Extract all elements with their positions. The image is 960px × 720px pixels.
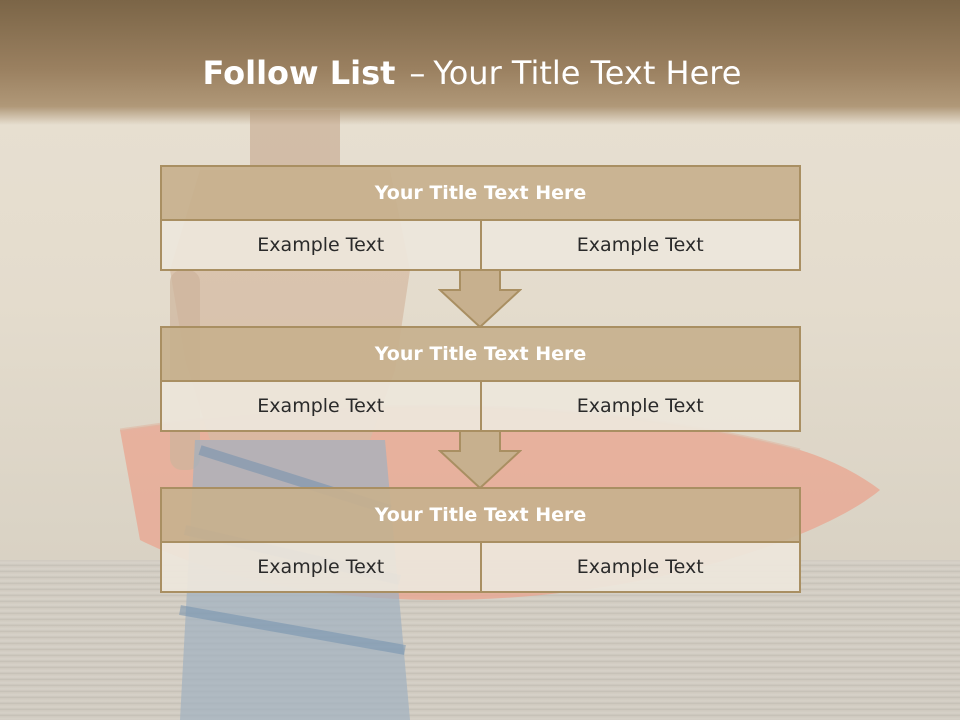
down-arrow-icon — [438, 431, 522, 489]
block-cell-right: Example Text — [481, 382, 801, 432]
block-cell-left: Example Text — [160, 221, 482, 271]
block-title: Your Title Text Here — [160, 165, 801, 221]
block-title: Your Title Text Here — [160, 326, 801, 382]
slide-title-dash: – — [409, 54, 426, 92]
block-cell-left: Example Text — [160, 382, 482, 432]
block-cell-right: Example Text — [481, 543, 801, 593]
slide-title: Follow List–Your Title Text Here — [0, 54, 944, 92]
block-cell-left: Example Text — [160, 543, 482, 593]
down-arrow-icon — [438, 270, 522, 328]
title-banner — [0, 0, 960, 125]
slide-title-bold: Follow List — [202, 54, 396, 92]
list-block-1: Your Title Text Here Example Text Exampl… — [160, 165, 801, 271]
list-block-3: Your Title Text Here Example Text Exampl… — [160, 487, 801, 593]
block-title: Your Title Text Here — [160, 487, 801, 543]
block-cell-right: Example Text — [481, 221, 801, 271]
list-block-2: Your Title Text Here Example Text Exampl… — [160, 326, 801, 432]
slide-title-rest: Your Title Text Here — [433, 54, 742, 92]
